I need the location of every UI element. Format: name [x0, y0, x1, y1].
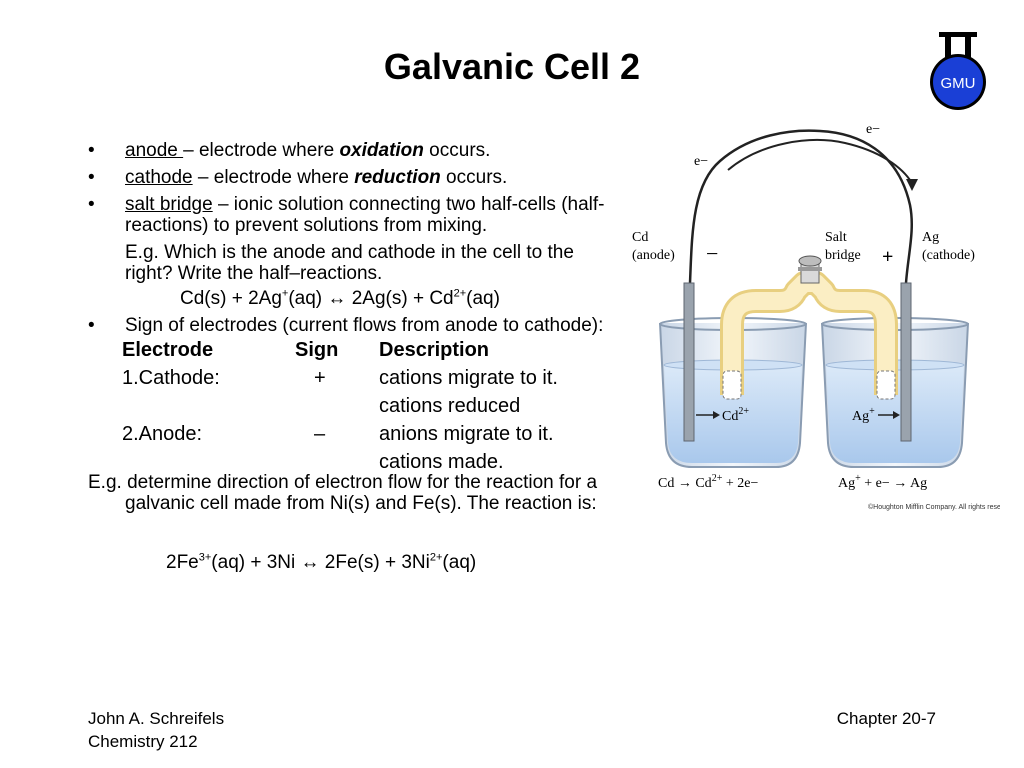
electron-flow-arrow — [727, 139, 913, 184]
table-header-sign: Sign — [295, 339, 339, 361]
electron-label-top: e− — [866, 122, 880, 137]
right-plug — [876, 370, 896, 400]
footer-author: John A. Schreifels — [88, 709, 225, 728]
bullet-salt-bridge: • salt bridge – ionic solution connectin… — [88, 194, 605, 236]
table-cell-electrode: 1.Cathode: — [122, 367, 220, 389]
table-header-electrode: Electrode — [122, 339, 214, 361]
ag-electrode — [900, 282, 912, 442]
footer-course: Chemistry 212 — [88, 732, 198, 751]
arrowhead-icon — [906, 179, 918, 191]
anode-half-reaction: Cd → Cd2+ + 2e− — [658, 473, 758, 491]
table-cell-sign: – — [314, 423, 326, 445]
bullet-anode: • anode – electrode where oxidation occu… — [88, 140, 491, 161]
logo-text: GMU — [941, 75, 976, 92]
table-cell-sign: + — [314, 367, 326, 389]
bullet-sign-electrodes: • Sign of electrodes (current flows from… — [88, 315, 604, 336]
slide-title: Galvanic Cell 2 — [383, 46, 641, 87]
left-plug — [722, 370, 742, 400]
electron-label-left: e− — [694, 154, 708, 169]
slide-body: • anode – electrode where oxidation occu… — [88, 140, 613, 573]
table-cell-description: cations migrate to it. — [379, 367, 558, 389]
table-cell-description: cations reduced — [379, 395, 521, 417]
bridge-stopper — [798, 255, 822, 284]
cd-ion-label: Cd2+ — [722, 406, 749, 424]
equation-cd-ag: Cd(s) + 2Ag+(aq) ↔ 2Ag(s) + Cd2+(aq) — [180, 287, 500, 309]
example-question: E.g. Which is the anode and cathode in t… — [125, 242, 574, 284]
galvanic-cell-diagram: e− e− Cd (anode) − Salt bridge + Ag (cat… — [632, 122, 1000, 511]
cd-label: Cd — [632, 230, 648, 245]
external-wire — [688, 129, 913, 284]
example-ni-fe: E.g. determine direction of electron flo… — [88, 472, 598, 514]
table-cell-description: cations made. — [379, 451, 504, 473]
bridge-label: bridge — [825, 248, 861, 263]
term-reduction: reduction — [354, 167, 441, 188]
electrode-table: Electrode Sign Description 1.Cathode: + … — [88, 339, 613, 473]
anode-label: (anode) — [632, 248, 675, 263]
bullet-cathode: • cathode – electrode where reduction oc… — [88, 167, 508, 188]
table-cell-description: anions migrate to it. — [379, 423, 554, 445]
term-oxidation: oxidation — [339, 140, 424, 161]
left-solution — [664, 365, 802, 463]
term-salt-bridge: salt bridge — [125, 194, 213, 215]
cd-electrode — [683, 282, 695, 442]
term-cathode: cathode — [125, 167, 193, 188]
salt-label: Salt — [825, 230, 847, 245]
figure-copyright: ©Houghton Mifflin Company. All rights re… — [868, 503, 1000, 511]
cathode-half-reaction: Ag+ + e− → Ag — [838, 473, 927, 491]
ag-label: Ag — [922, 230, 939, 245]
table-cell-electrode: 2.Anode: — [122, 423, 203, 445]
term-anode: anode — [125, 140, 184, 161]
equation-fe-ni: 2Fe3+(aq) + 3Ni ↔ 2Fe(s) + 3Ni2+(aq) — [166, 551, 477, 573]
ag-ion-label: Ag+ — [852, 406, 875, 424]
cathode-sign: + — [882, 246, 893, 268]
cathode-label: (cathode) — [922, 248, 975, 263]
flask-logo-icon: GMU — [930, 32, 986, 110]
footer-chapter: Chapter 20-7 — [836, 709, 936, 728]
table-header-description: Description — [379, 339, 490, 361]
anode-sign: − — [706, 241, 718, 266]
